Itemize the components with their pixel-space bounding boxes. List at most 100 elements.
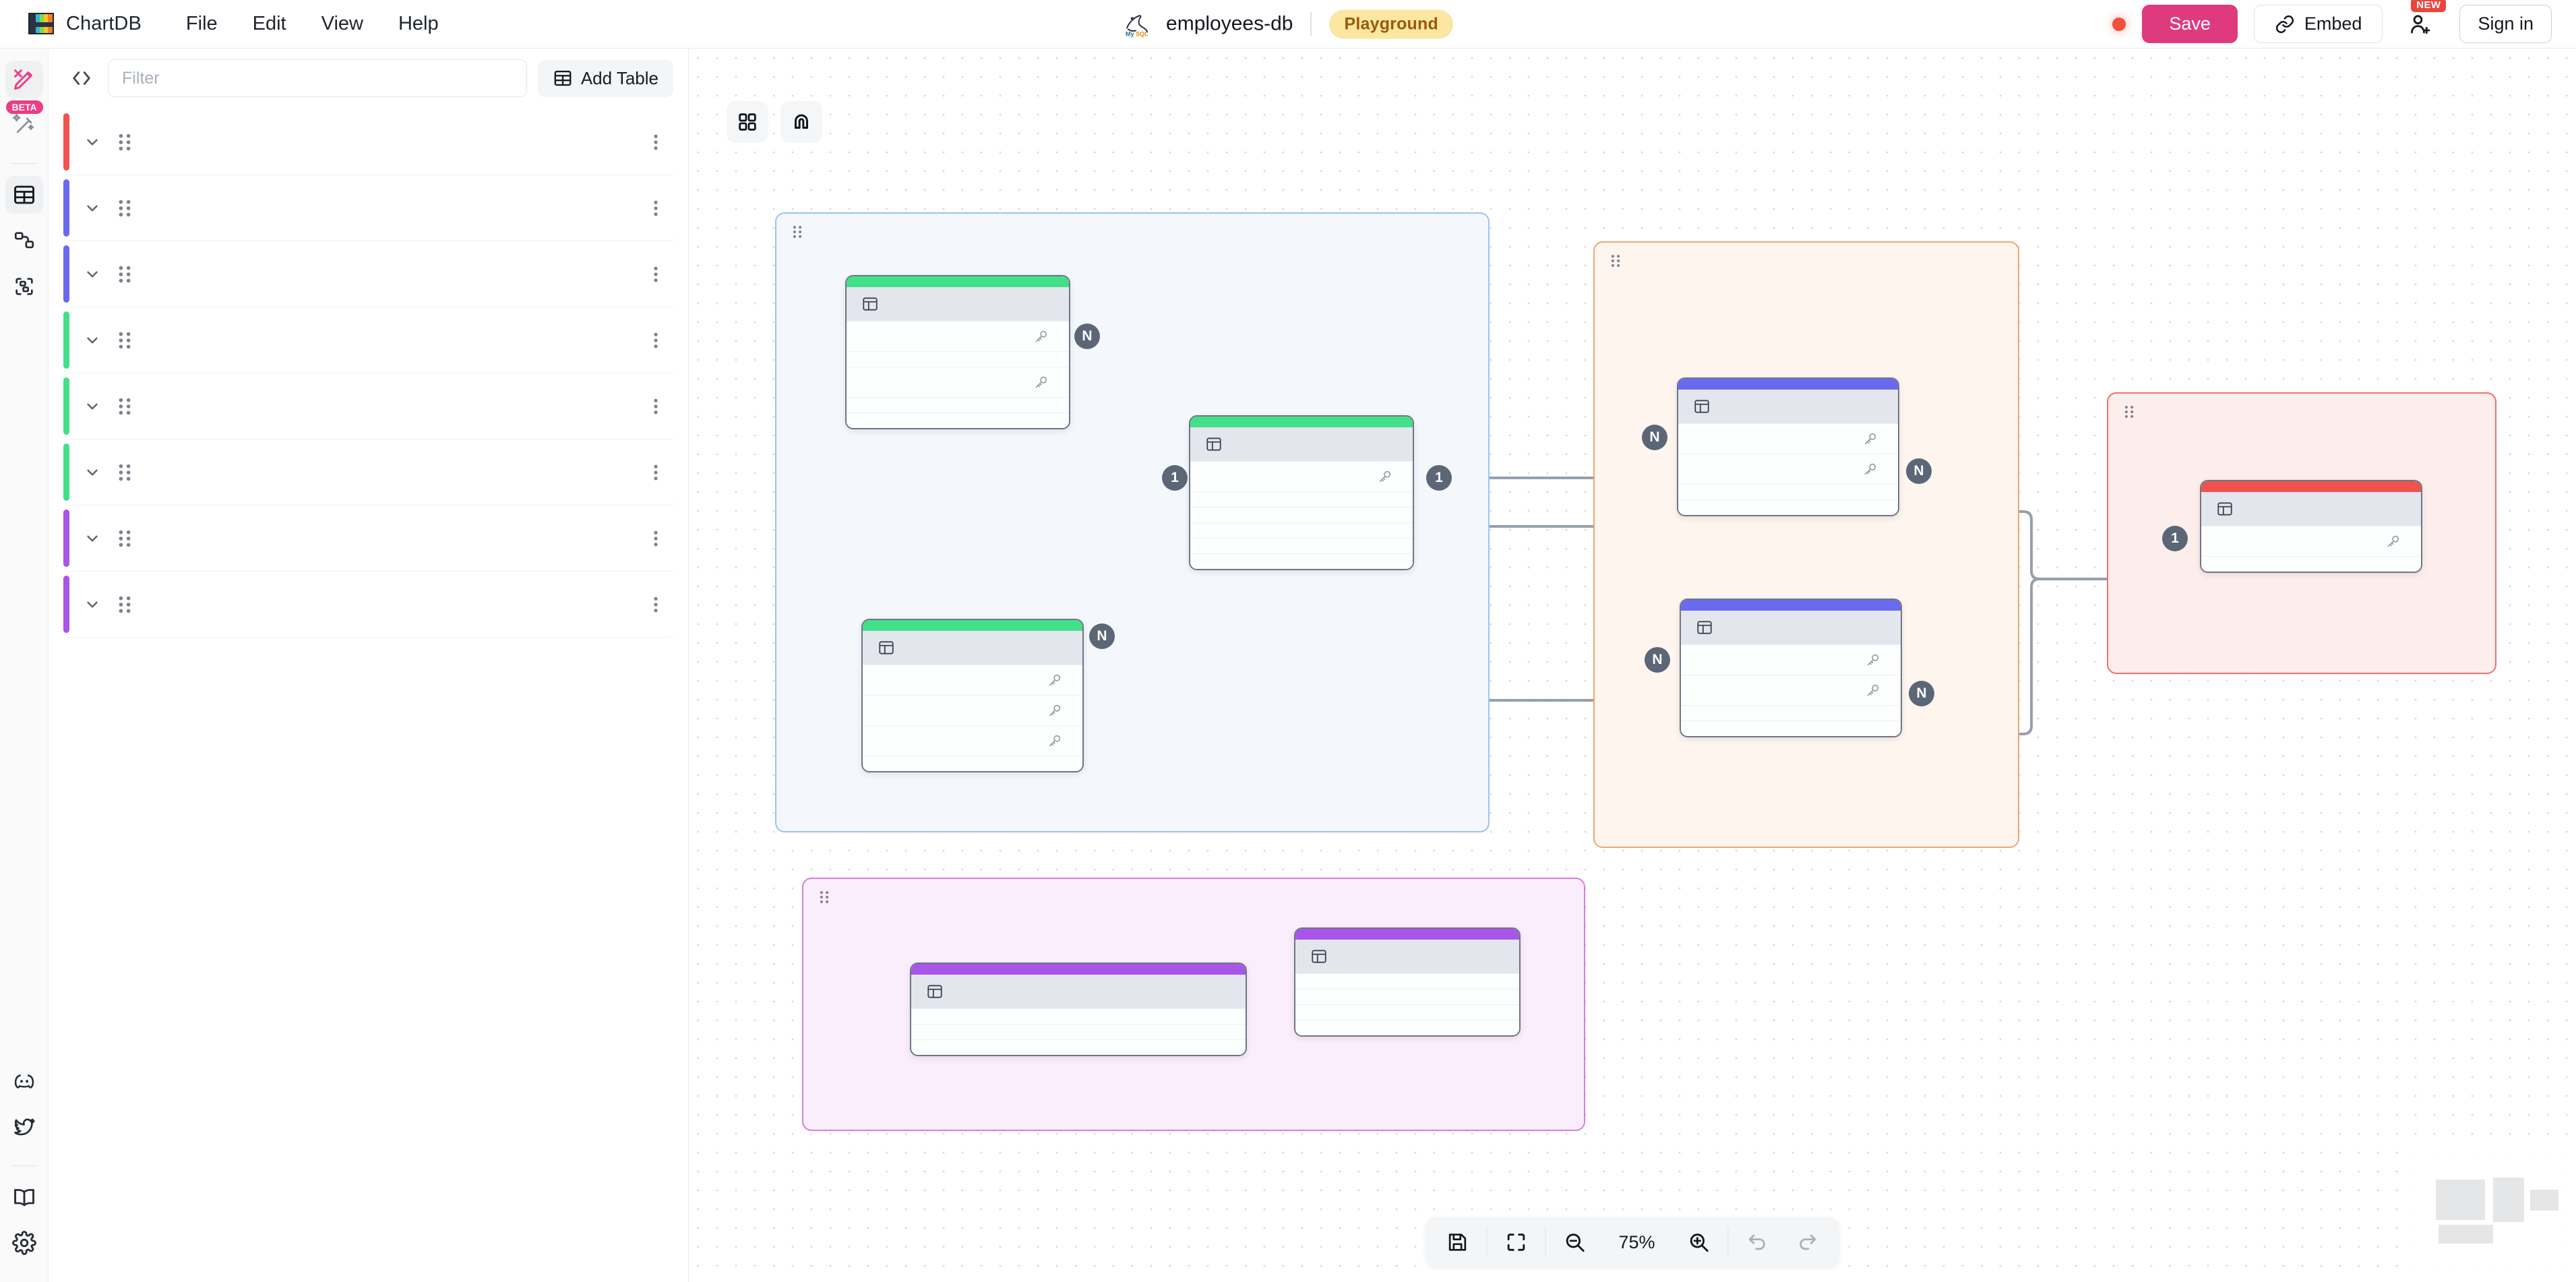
drag-handle[interactable]: [818, 888, 830, 909]
table-field-row[interactable]: [1295, 989, 1519, 1004]
menu-file[interactable]: File: [185, 13, 218, 34]
table-options-button[interactable]: [648, 331, 664, 350]
table-node-dept_manager[interactable]: [1680, 599, 1902, 737]
area-group-header[interactable]: [791, 223, 813, 244]
zoom-in-icon-button[interactable]: [1674, 1223, 1724, 1262]
table-node-header[interactable]: [1681, 611, 1901, 644]
gear-icon-button[interactable]: [5, 1224, 43, 1262]
expand-chevron-button[interactable]: [84, 596, 101, 613]
table-node-header[interactable]: [2201, 492, 2421, 526]
grid-toggle-icon-button[interactable]: [727, 101, 768, 143]
drag-handle[interactable]: [116, 198, 133, 218]
menu-view[interactable]: View: [321, 13, 363, 34]
table-options-button[interactable]: [648, 463, 664, 482]
drag-handle[interactable]: [116, 132, 133, 152]
table-node-header[interactable]: [911, 975, 1246, 1008]
magnet-snap-icon-button[interactable]: [780, 101, 822, 143]
design-pencil-icon-button[interactable]: [5, 61, 43, 98]
save-button[interactable]: Save: [2142, 5, 2238, 43]
table-list-item[interactable]: [63, 506, 676, 572]
dependencies-icon-button[interactable]: [5, 268, 43, 305]
area-group-dept-emp-info[interactable]: [1593, 241, 2019, 848]
table-field-row[interactable]: [1295, 1004, 1519, 1020]
drag-handle[interactable]: [116, 396, 133, 417]
table-field-row[interactable]: [847, 413, 1069, 428]
table-field-row[interactable]: [911, 1024, 1246, 1039]
table-field-row[interactable]: [1190, 538, 1413, 553]
table-list-item[interactable]: [63, 373, 676, 439]
table-node-header[interactable]: [1678, 390, 1898, 423]
expand-chevron-button[interactable]: [84, 133, 101, 151]
table-node-departments[interactable]: [2200, 480, 2422, 573]
table-list-item[interactable]: [63, 439, 676, 506]
table-field-row[interactable]: [2201, 526, 2421, 556]
table-field-row[interactable]: [1295, 973, 1519, 989]
table-field-row[interactable]: [863, 665, 1082, 695]
table-field-row[interactable]: [1295, 1020, 1519, 1035]
table-node-dept_emp[interactable]: [1677, 377, 1899, 516]
twitter-icon-button[interactable]: [5, 1109, 43, 1147]
table-field-row[interactable]: [1681, 721, 1901, 736]
magic-wand-icon-button[interactable]: BETA: [5, 100, 43, 144]
add-table-button[interactable]: Add Table: [537, 59, 673, 97]
table-field-row[interactable]: [1681, 675, 1901, 705]
fit-screen-icon-button[interactable]: [1492, 1223, 1541, 1262]
table-list-item[interactable]: [63, 307, 676, 373]
table-field-row[interactable]: [1681, 705, 1901, 721]
expand-chevron-button[interactable]: [84, 332, 101, 349]
table-field-row[interactable]: [1678, 484, 1898, 499]
drag-handle[interactable]: [1609, 252, 1622, 273]
table-field-row[interactable]: [1190, 522, 1413, 538]
relationships-icon-button[interactable]: [5, 222, 43, 260]
save-diagram-icon-button[interactable]: [1433, 1223, 1483, 1262]
table-field-row[interactable]: [847, 321, 1069, 351]
expand-chevron-button[interactable]: [84, 530, 101, 547]
table-list-item[interactable]: [63, 175, 676, 241]
table-field-row[interactable]: [863, 725, 1082, 756]
table-node-header[interactable]: [1295, 940, 1519, 973]
table-field-row[interactable]: [1678, 454, 1898, 484]
table-field-row[interactable]: [863, 756, 1082, 771]
table-node-salaries[interactable]: [845, 275, 1070, 429]
drag-handle[interactable]: [116, 264, 133, 284]
database-name[interactable]: employees-db: [1166, 12, 1293, 35]
table-field-row[interactable]: [847, 397, 1069, 413]
drag-handle[interactable]: [2123, 403, 2135, 424]
table-options-button[interactable]: [648, 133, 664, 152]
drag-handle[interactable]: [791, 223, 803, 244]
undo-icon-button[interactable]: [1733, 1223, 1783, 1262]
add-user-button[interactable]: NEW: [2399, 0, 2447, 44]
menu-help[interactable]: Help: [398, 13, 439, 34]
table-list-item[interactable]: [63, 109, 676, 175]
drag-handle[interactable]: [116, 594, 133, 615]
table-options-button[interactable]: [648, 529, 664, 548]
table-options-button[interactable]: [648, 265, 664, 284]
table-field-row[interactable]: [911, 1039, 1246, 1055]
table-node-header[interactable]: [1190, 427, 1413, 461]
area-group-header[interactable]: [1609, 252, 1631, 273]
table-options-button[interactable]: [648, 397, 664, 416]
table-list-item[interactable]: [63, 572, 676, 638]
minimap[interactable]: [2406, 1146, 2576, 1282]
area-group-header[interactable]: [2123, 403, 2145, 424]
menu-edit[interactable]: Edit: [252, 13, 286, 34]
table-field-row[interactable]: [1190, 491, 1413, 507]
tables-icon-button[interactable]: [5, 176, 43, 214]
table-field-row[interactable]: [1190, 461, 1413, 491]
table-field-row[interactable]: [1190, 553, 1413, 569]
table-node-dept_emp_latest_date[interactable]: [910, 963, 1247, 1056]
table-field-row[interactable]: [911, 1008, 1246, 1024]
table-field-row[interactable]: [1681, 644, 1901, 675]
code-view-icon-button[interactable]: [66, 63, 97, 94]
table-field-row[interactable]: [847, 351, 1069, 367]
book-icon-button[interactable]: [5, 1178, 43, 1216]
table-node-header[interactable]: [847, 287, 1069, 321]
table-list[interactable]: [49, 106, 688, 1282]
table-node-header[interactable]: [863, 631, 1082, 665]
table-field-row[interactable]: [2201, 556, 2421, 572]
table-field-row[interactable]: [1678, 423, 1898, 454]
filter-input[interactable]: [108, 59, 527, 97]
table-options-button[interactable]: [648, 595, 664, 614]
table-field-row[interactable]: [1678, 499, 1898, 515]
